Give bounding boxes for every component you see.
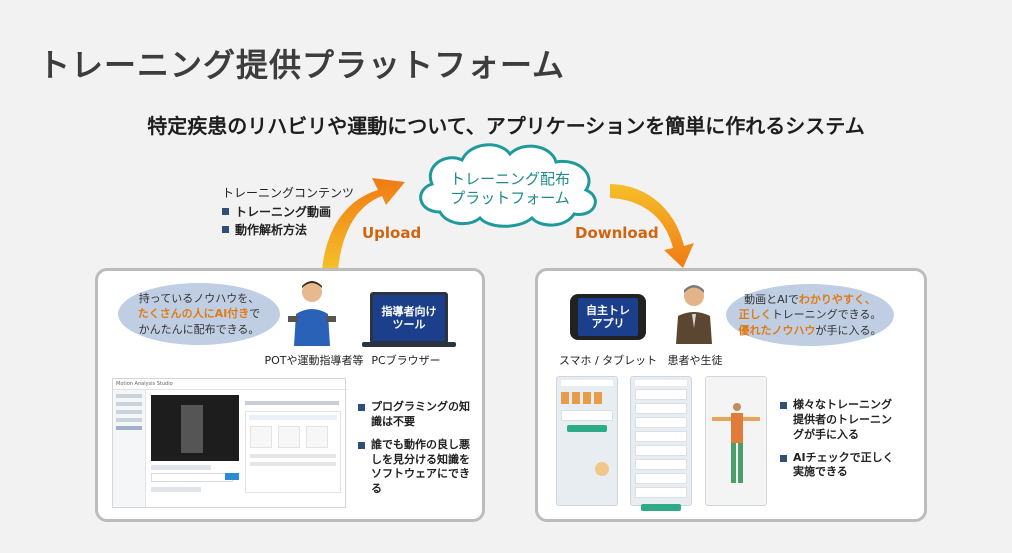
page-title: トレーニング提供プラットフォーム [38,46,566,84]
trainer-caption: POTや運動指導者等 [264,354,364,367]
pc-screen: 指導者向けツール [373,295,445,341]
download-arrow [610,184,694,268]
training-contents-item: 動作解析方法 [222,221,354,240]
creator-bullets: プログラミングの知識は不要 誰でも動作の良し悪しを見分ける知識をソフトウェアにで… [358,400,470,505]
user-speech-bubble: 動画とAIでわかりやすく、 正しくトレーニングできる。 優れたノウハウが手に入る… [726,284,894,346]
user-bullets: 様々なトレーニング提供者のトレーニングが手に入る AIチェックで正しく実施できる [780,398,902,488]
trainer-icon [288,281,336,346]
tool-video-player[interactable] [151,395,239,461]
tool-app-title: Motion Analysis Studio [113,379,348,390]
training-contents-heading: トレーニングコンテンツ [222,186,355,200]
cloud-line-1: トレーニング配布 [449,170,570,188]
cloud-line-2: プラットフォーム [450,188,570,207]
patient-icon [676,285,712,344]
app-screen-exercise [705,376,767,506]
app-screen-home [556,376,618,506]
page-subtitle: 特定疾患のリハビリや運動について、アプリケーションを簡単に作れるシステム [147,114,865,138]
user-bullet: 様々なトレーニング提供者のトレーニングが手に入る [780,398,902,443]
creator-bullet: プログラミングの知識は不要 [358,400,470,430]
cloud-shape [419,143,597,228]
pc-caption: PCブラウザー [371,354,441,367]
patient-caption: 患者や生徒 [667,354,723,367]
user-bullet: AIチェックで正しく実施できる [780,451,902,481]
upload-arrow [322,178,405,270]
upload-label: Upload [362,224,422,242]
download-label: Download [575,224,659,242]
pc-keyboard [362,342,456,347]
smartphone-caption: スマホ / タブレット [558,354,658,367]
smartphone-screen: 自主トレアプリ [578,298,638,336]
app-screen-list [630,376,692,511]
creator-speech-bubble: 持っているノウハウを、 たくさんの人にAI付きで かんたんに配布できる。 [118,283,280,345]
tool-screenshot: Motion Analysis Studio [112,378,348,508]
pc-monitor-icon: 指導者向けツール [370,292,448,344]
creator-bullet: 誰でも動作の良し悪しを見分ける知識をソフトウェアにできる [358,438,470,497]
tool-analysis-panel [245,411,341,493]
training-contents: トレーニングコンテンツ トレーニング動画 動作解析方法 [222,184,354,240]
smartphone-icon: 自主トレアプリ [570,294,646,340]
training-contents-item: トレーニング動画 [222,203,354,222]
tool-sidebar [113,390,146,507]
cloud-label: トレーニング配布 プラットフォーム [430,170,590,208]
